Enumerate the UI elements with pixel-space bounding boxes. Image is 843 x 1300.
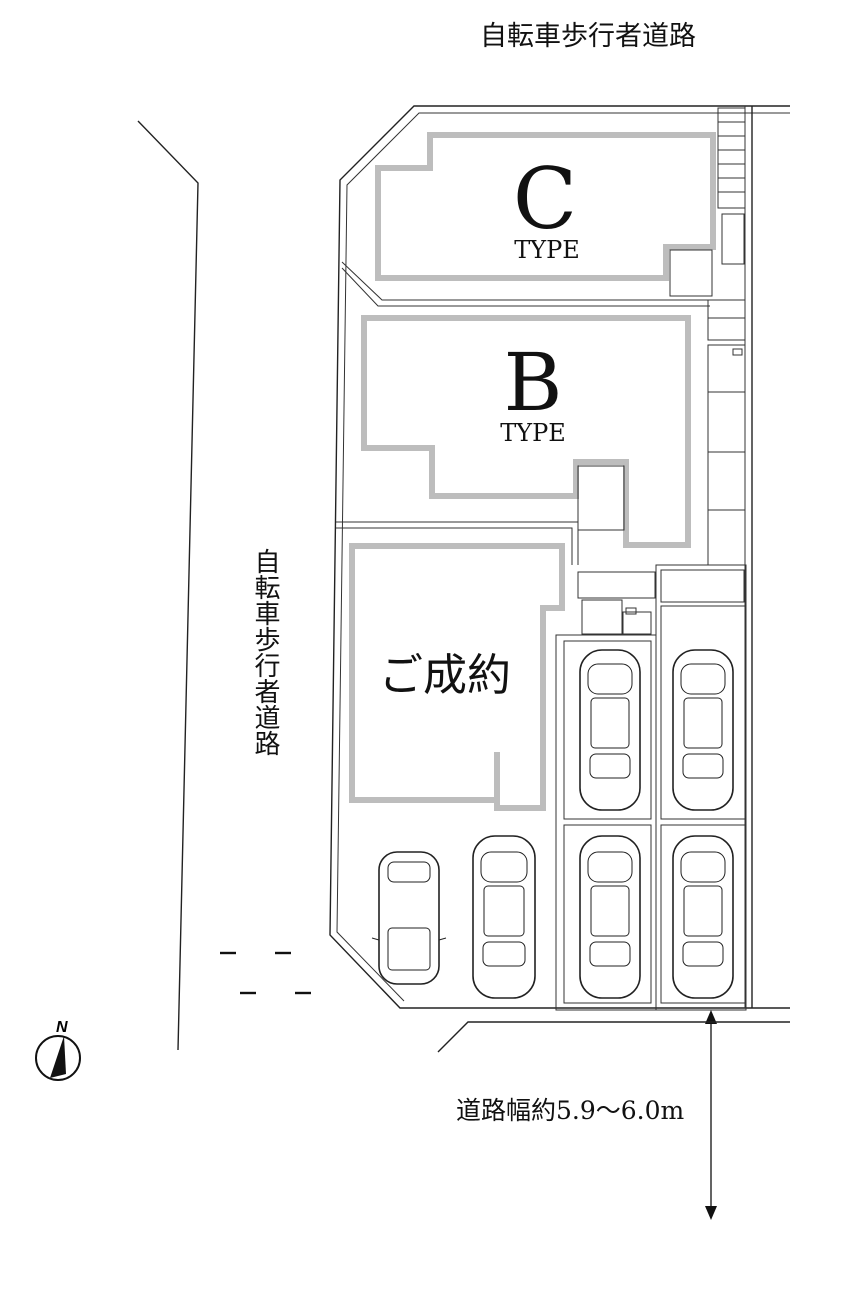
building-c-outline [375, 132, 716, 281]
porch-c [669, 249, 713, 297]
parking-frames [555, 564, 747, 1011]
lot-divider-c-b [341, 261, 710, 301]
lot-divider-b-a-2 [336, 527, 573, 565]
side-strips [707, 299, 746, 566]
car-5 [579, 835, 641, 999]
lot-divider-c-b-2 [341, 267, 710, 307]
road-label-left: 自転車歩行者道路 [250, 548, 280, 756]
car-4 [672, 649, 734, 811]
site-boundary-inner [336, 112, 790, 1002]
building-b-outline [361, 315, 691, 548]
car-3 [579, 649, 641, 811]
left-road-edge [137, 120, 199, 1051]
car-2 [472, 835, 536, 999]
north-arrow-icon: N [35, 1019, 81, 1081]
crosswalk-dashes [220, 951, 311, 995]
site-boundary [329, 105, 790, 1009]
building-a-outline [349, 543, 565, 811]
entry-steps [717, 107, 746, 265]
lot-c-letter: C [513, 150, 577, 248]
opposite-road-edge [437, 1021, 790, 1053]
car-6 [672, 835, 734, 999]
road-label-top: 自転車歩行者道路 [480, 21, 696, 52]
road-width-dimension [705, 1010, 717, 1220]
compass-label: N [56, 1019, 68, 1036]
road-width-label: 道路幅約5.9〜6.0m [456, 1096, 685, 1125]
porch-b [577, 465, 625, 531]
lot-b-type: TYPE [500, 419, 566, 447]
lot-a-status: ご成約 [379, 650, 511, 701]
lot-c-type: TYPE [514, 236, 580, 264]
lot-b-letter: B [504, 336, 563, 429]
car-1 [371, 851, 447, 985]
